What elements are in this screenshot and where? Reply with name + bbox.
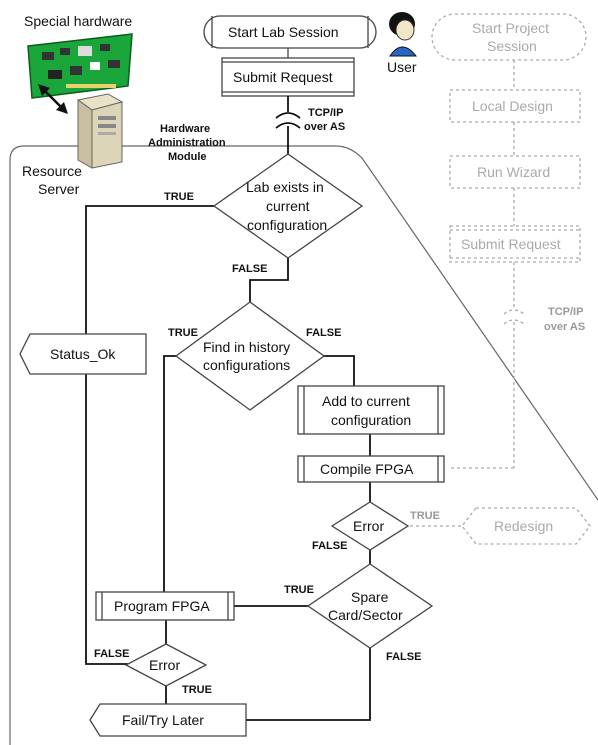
- find-history-text-1: Find in history: [203, 339, 290, 355]
- error-program-diamond: [124, 643, 208, 687]
- tcpip-label-2: over AS: [304, 121, 345, 133]
- module-boundary: [9, 145, 598, 745]
- hardware-admin-label-3: Module: [168, 151, 207, 163]
- resource-server-label-1: Resource: [22, 163, 82, 179]
- project-submit-request: Submit Request: [461, 236, 561, 252]
- user-label: User: [387, 59, 417, 75]
- edge-false-program: FALSE: [94, 648, 129, 660]
- error-compile-text: Error: [353, 518, 384, 534]
- spare-text-1: Spare: [351, 589, 389, 605]
- submit-request: Submit Request: [233, 69, 333, 85]
- lab-exists-text-2: current: [266, 198, 310, 214]
- hardware-admin-label-2: Administration: [148, 137, 226, 149]
- add-config-text-1: Add to current: [322, 393, 410, 409]
- status-ok-shape: [19, 333, 147, 375]
- special-hardware-label: Special hardware: [24, 13, 132, 29]
- project-tcpip-1: TCP/IP: [548, 306, 583, 318]
- project-tcpip-2: over AS: [544, 321, 585, 333]
- lab-exists-diamond: [212, 153, 364, 259]
- edge-true-lab: TRUE: [164, 191, 194, 203]
- start-project-2: Session: [487, 38, 537, 54]
- project-path: [410, 13, 591, 545]
- start-project-1: Start Project: [472, 20, 549, 36]
- run-wizard: Run Wizard: [477, 164, 550, 180]
- edge-false-lab: FALSE: [232, 263, 267, 275]
- lab-path-shapes: [203, 15, 377, 97]
- lab-tcpip-link: [275, 96, 301, 154]
- edge-true-spare: TRUE: [284, 584, 314, 596]
- fail-shape: [89, 703, 247, 737]
- local-design: Local Design: [472, 98, 553, 114]
- hardware-admin-label-1: Hardware: [160, 123, 210, 135]
- user-icon: [389, 12, 418, 57]
- flow-lines: [85, 205, 371, 721]
- compile-fpga-text: Compile FPGA: [320, 461, 414, 477]
- lab-exists-text-3: configuration: [247, 217, 327, 233]
- process-boxes: [95, 385, 445, 621]
- fail-text: Fail/Try Later: [122, 712, 204, 728]
- spare-text-2: Card/Sector: [328, 607, 403, 623]
- edge-false-spare: FALSE: [386, 651, 421, 663]
- add-config-text-2: configuration: [331, 412, 411, 428]
- edge-false-history: FALSE: [306, 327, 341, 339]
- find-history-text-2: configurations: [203, 357, 290, 373]
- edge-false-compile: FALSE: [312, 540, 347, 552]
- edge-true-compile: TRUE: [410, 510, 440, 522]
- error-program-text: Error: [149, 657, 180, 673]
- hardware-board-icon: [27, 33, 133, 99]
- status-ok-text: Status_Ok: [50, 346, 116, 362]
- resource-server-icon: [76, 93, 124, 169]
- redesign: Redesign: [494, 518, 553, 534]
- find-history-diamond: [174, 301, 326, 411]
- lab-exists-text-1: Lab exists in: [246, 179, 324, 195]
- start-lab-session: Start Lab Session: [228, 24, 339, 40]
- error-compile-diamond: [330, 501, 410, 551]
- edge-true-history: TRUE: [168, 327, 198, 339]
- tcpip-label-1: TCP/IP: [308, 107, 343, 119]
- edge-true-program: TRUE: [182, 684, 212, 696]
- hardware-link-arrow: [38, 84, 68, 114]
- program-fpga-text: Program FPGA: [114, 598, 210, 614]
- spare-diamond: [306, 563, 434, 649]
- resource-server-label-2: Server: [38, 181, 80, 197]
